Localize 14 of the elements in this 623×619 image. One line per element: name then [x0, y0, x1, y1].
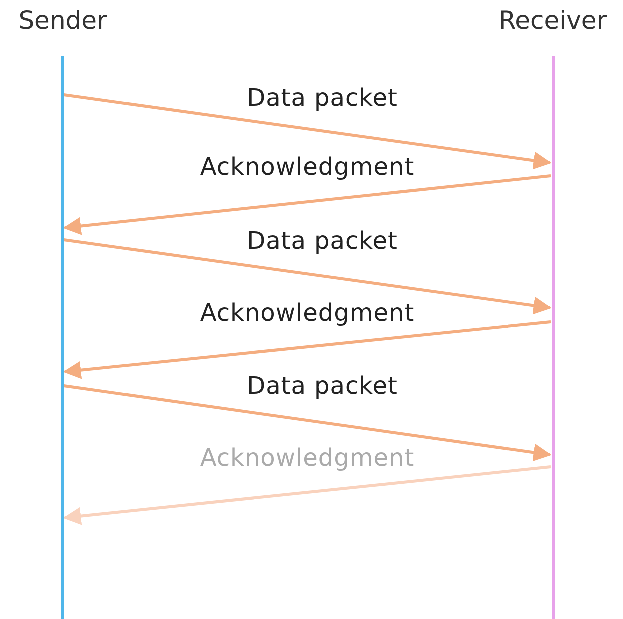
message-arrow [63, 466, 552, 526]
participant-label: Sender [18, 6, 108, 35]
message-arrow [63, 320, 552, 380]
edge-label: Acknowledgment [200, 444, 415, 472]
edge-label: Data packet [247, 372, 398, 400]
message-arrow [64, 94, 552, 170]
edge-label: Data packet [247, 84, 398, 112]
edge-label: Acknowledgment [200, 299, 415, 327]
edge-label: Acknowledgment [200, 153, 415, 181]
edge-label: Data packet [247, 227, 398, 255]
message-arrow [64, 238, 552, 315]
message-arrow [64, 384, 552, 462]
participant-label: Receiver [498, 6, 608, 35]
message-arrow [63, 174, 552, 236]
